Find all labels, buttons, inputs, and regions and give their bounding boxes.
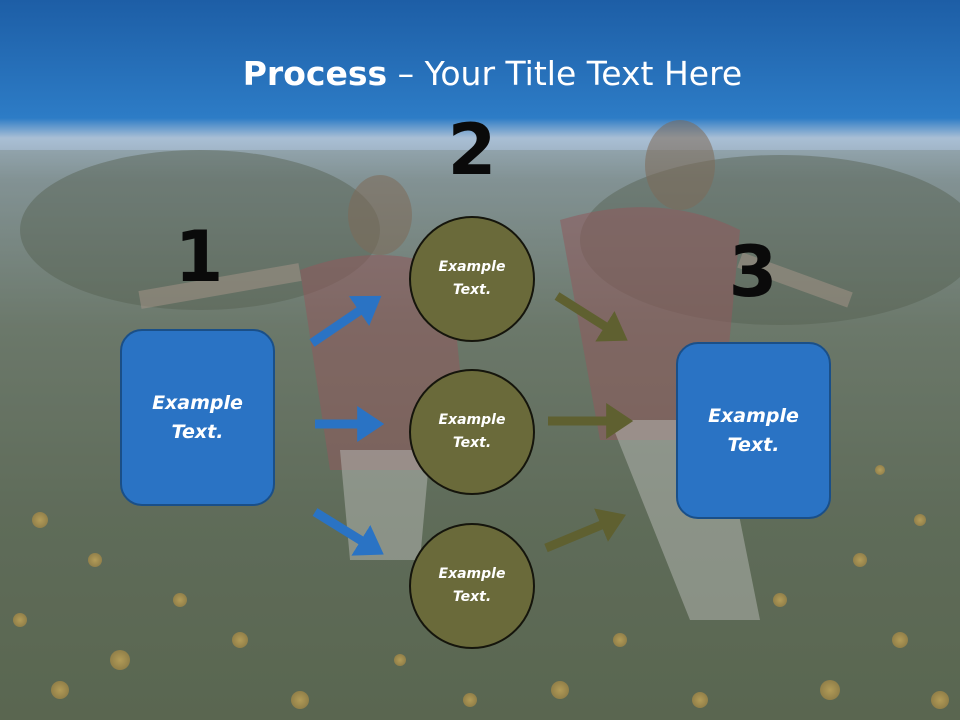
arrow-circle-top-to-box3: [554, 292, 628, 342]
arrow-circle-bottom-to-box3: [544, 508, 626, 553]
circle-middle-text: Example Text.: [438, 412, 506, 451]
step-2-circle-middle: Example Text.: [409, 369, 535, 495]
step-3-box-text: Example Text.: [708, 404, 799, 456]
step-number-2: 2: [447, 109, 497, 191]
step-number-1: 1: [174, 216, 224, 298]
circle-bottom-text: Example Text.: [438, 566, 506, 605]
step-2-circle-bottom: Example Text.: [409, 523, 535, 649]
slide-title: Process – Your Title Text Here: [0, 52, 960, 96]
title-bold: Process: [242, 54, 388, 93]
step-1-box: Example Text.: [120, 329, 275, 506]
arrow-box1-to-circle-bottom: [312, 508, 384, 556]
step-number-3: 3: [728, 231, 778, 313]
circle-top-text: Example Text.: [438, 259, 506, 298]
title-rest: – Your Title Text Here: [387, 54, 743, 93]
step-3-box: Example Text.: [676, 342, 831, 519]
arrow-box1-to-circle-top: [309, 295, 382, 347]
step-2-circle-top: Example Text.: [409, 216, 535, 342]
step-1-box-text: Example Text.: [152, 391, 243, 443]
